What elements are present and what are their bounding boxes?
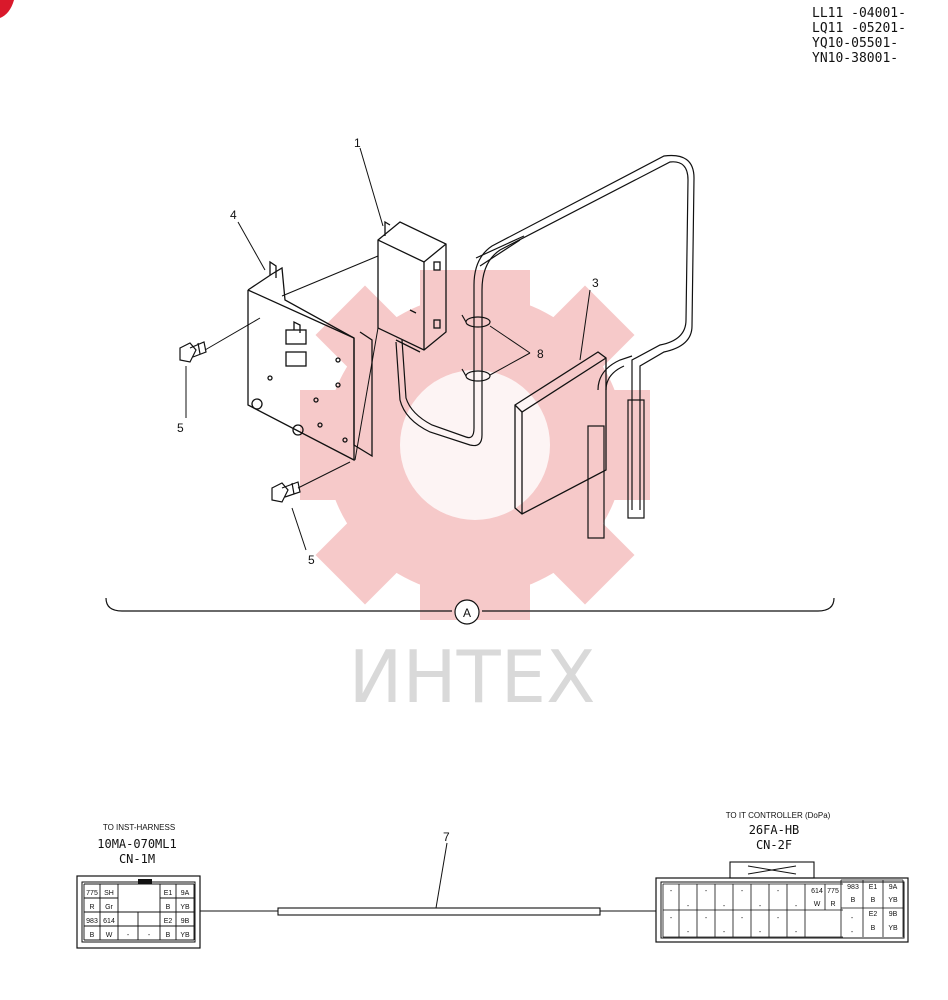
mounting-bracket — [247, 260, 373, 462]
connector-pin-dash: - — [851, 915, 854, 922]
view-marker — [454, 599, 480, 625]
connector-pin-dash: - — [670, 915, 673, 922]
svg-text:983: 983 — [86, 918, 98, 925]
right-connector: TO IT CONTROLLER (DoPa) 26FA-HB CN-2F - -… — [655, 811, 909, 943]
connector-pin-dash: - — [851, 929, 854, 936]
connector-pin-dash: - — [777, 915, 780, 922]
svg-text:9B: 9B — [889, 911, 898, 918]
svg-text:W: W — [814, 901, 821, 908]
watermark-gear-icon — [300, 270, 650, 620]
watermark-text: ИНТЕХ — [349, 635, 596, 719]
wire-clip-icon — [461, 314, 491, 382]
connector-pin-dash: - — [723, 929, 726, 936]
svg-text:B: B — [871, 925, 876, 932]
callout-5: 5 — [177, 421, 184, 435]
svg-text:-: - — [127, 932, 130, 939]
svg-text:-: - — [148, 932, 151, 939]
svg-text:Gr: Gr — [105, 904, 113, 911]
svg-text:B: B — [166, 932, 171, 939]
serial-number: YQ10-05501- — [812, 36, 899, 51]
serial-number: LL11 -04001- — [812, 6, 906, 21]
right-connector-caption: TO IT CONTROLLER (DoPa) — [726, 811, 831, 820]
svg-text:775: 775 — [827, 888, 839, 895]
svg-text:775: 775 — [86, 890, 98, 897]
svg-text:B: B — [166, 904, 171, 911]
connector-pin-dash: - — [741, 915, 744, 922]
serial-number: YN10-38001- — [812, 51, 899, 66]
svg-text:B: B — [851, 897, 856, 904]
svg-text:E2: E2 — [164, 918, 173, 925]
svg-text:9A: 9A — [181, 890, 190, 897]
connector-pin-dash: - — [723, 903, 726, 910]
left-connector-caption: TO INST-HARNESS — [103, 823, 175, 832]
svg-text:B: B — [871, 897, 876, 904]
callout-7: 7 — [443, 830, 450, 844]
bolt-icon — [179, 341, 207, 363]
svg-text:YB: YB — [180, 904, 190, 911]
connector-pin-dash: - — [759, 929, 762, 936]
svg-text:YB: YB — [180, 932, 190, 939]
harness-cable — [200, 907, 656, 916]
svg-text:E2: E2 — [869, 911, 878, 918]
left-connector-part: 10MA-070ML1 — [97, 837, 176, 851]
connector-pin-dash: - — [705, 888, 708, 895]
svg-text:9B: 9B — [181, 918, 190, 925]
connector-pin-dash: - — [795, 903, 798, 910]
corner-mark — [0, 0, 14, 18]
connector-pin-dash: - — [705, 915, 708, 922]
callout-5: 5 — [308, 553, 315, 567]
connector-pin-dash: - — [777, 888, 780, 895]
left-connector: TO INST-HARNESS 10MA-070ML1 CN-1M 775 R … — [76, 823, 201, 949]
connector-pin-dash: - — [795, 929, 798, 936]
connector-pin-dash: - — [759, 903, 762, 910]
bolt-icon — [271, 481, 301, 503]
svg-text:SH: SH — [104, 890, 114, 897]
svg-text:614: 614 — [103, 918, 115, 925]
svg-text:YB: YB — [888, 897, 898, 904]
view-brace — [105, 597, 835, 612]
right-connector-part: 26FA-HB — [749, 823, 800, 837]
svg-text:983: 983 — [847, 884, 859, 891]
callout-3: 3 — [592, 276, 599, 290]
svg-text:YB: YB — [888, 925, 898, 932]
view-marker-label: A — [463, 606, 471, 620]
serial-number-list: LL11 -04001- LQ11 -05201- YQ10-05501- YN… — [812, 6, 932, 66]
serial-number: LQ11 -05201- — [812, 21, 906, 36]
callout-1: 1 — [354, 136, 361, 150]
svg-text:614: 614 — [811, 888, 823, 895]
connector-pin-dash: - — [670, 888, 673, 895]
svg-text:E1: E1 — [164, 890, 173, 897]
connector-pin-dash: - — [687, 929, 690, 936]
svg-text:B: B — [90, 932, 95, 939]
connector-pin-dash: - — [687, 903, 690, 910]
svg-text:R: R — [830, 901, 835, 908]
svg-text:9A: 9A — [889, 884, 898, 891]
right-connector-name: CN-2F — [756, 838, 792, 852]
callout-4: 4 — [230, 208, 237, 222]
svg-text:E1: E1 — [869, 884, 878, 891]
callout-8: 8 — [537, 347, 544, 361]
svg-text:R: R — [89, 904, 94, 911]
left-connector-name: CN-1M — [119, 852, 155, 866]
svg-text:W: W — [106, 932, 113, 939]
connector-pin-dash: - — [741, 888, 744, 895]
wire-harness — [395, 154, 695, 510]
sensor-panel — [514, 351, 607, 515]
